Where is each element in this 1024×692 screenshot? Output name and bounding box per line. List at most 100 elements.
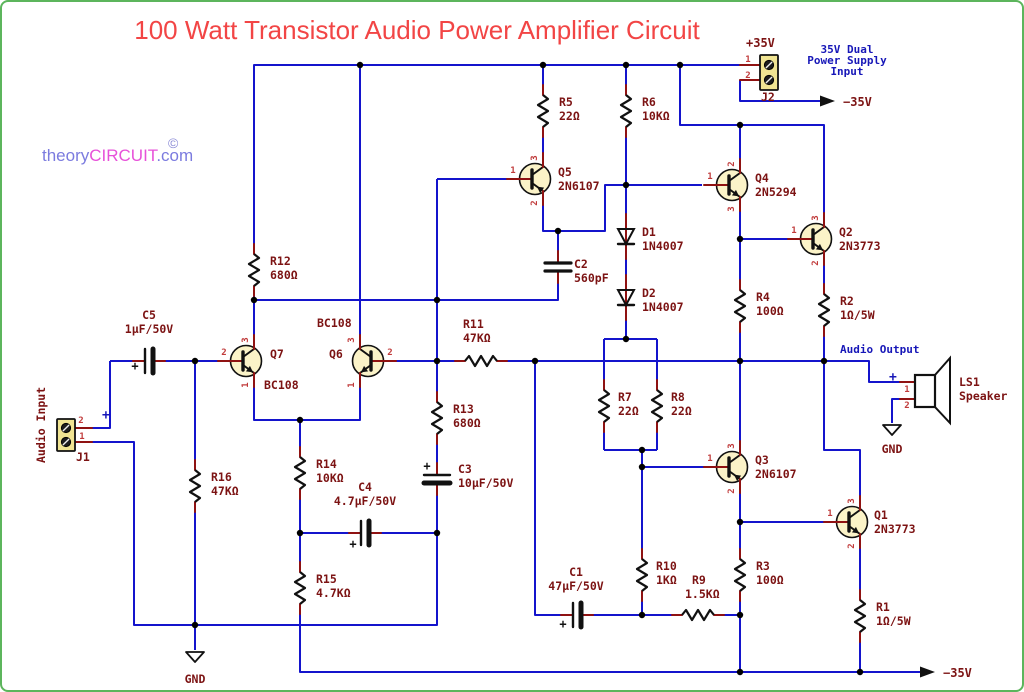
junction-dot (531, 357, 539, 365)
polarity-plus: + (131, 359, 138, 373)
label-plus-speaker: + (889, 370, 897, 385)
value-LS1: Speaker (959, 389, 1008, 403)
label-plus-35v: +35V (746, 36, 775, 50)
label-gnd-left: GND (185, 672, 206, 686)
ref-R8: R8 (671, 390, 685, 404)
watermark-dotcom: .com (156, 146, 194, 165)
label-psu-line1: 35V Dual (821, 43, 874, 56)
part-Q1: 2N3773 (874, 522, 916, 536)
junction-dot (736, 357, 744, 365)
label-minus-35v-top: −35V (843, 95, 872, 109)
part-Q7: BC108 (264, 378, 299, 392)
ref-R5: R5 (559, 95, 573, 109)
label-psu-line3: Input (830, 65, 863, 78)
label-audio-input: Audio Input (34, 387, 48, 463)
junction-dot (820, 357, 828, 365)
junction-dot (736, 518, 744, 526)
junction-dot (736, 235, 744, 243)
value-R2: 1Ω/5W (840, 308, 875, 322)
junction-dot (433, 296, 441, 304)
ref-C3: C3 (458, 462, 472, 476)
gnd-symbol-icon (185, 651, 205, 663)
junction-dot (622, 335, 630, 343)
value-R13: 680Ω (453, 416, 481, 430)
junction-dot (638, 463, 646, 471)
value-C5: 1µF/50V (125, 322, 174, 336)
value-C4: 4.7µF/50V (334, 494, 396, 508)
wire (254, 283, 559, 301)
ref-Q2: Q2 (839, 225, 853, 239)
gnd-symbol-icon (882, 424, 902, 436)
pin-number: 1 (510, 166, 515, 176)
junction-dot (736, 121, 744, 129)
value-R12: 680Ω (270, 268, 298, 282)
ref-C5: C5 (142, 308, 156, 322)
label-gnd-speaker: GND (882, 442, 903, 456)
wire (542, 184, 702, 232)
label-gnd-left: GND (185, 672, 206, 686)
ref-R6: R6 (642, 95, 656, 109)
pin-number: 2 (727, 488, 737, 493)
watermark: theoryCIRCUIT.com© (42, 135, 194, 166)
power-arrow-icon (920, 666, 935, 678)
pin-number: 1 (791, 226, 796, 236)
wire (299, 614, 920, 673)
label-audio-input: Audio Input (34, 387, 48, 463)
value-C1: 47µF/50V (548, 579, 603, 593)
label-psu-line3: Input (830, 65, 863, 78)
label-audio-output: Audio Output (840, 343, 919, 356)
junction-dot (736, 668, 744, 676)
ref-R9: R9 (692, 573, 706, 587)
pin-number: 3 (727, 443, 737, 448)
polarity-plus: + (423, 459, 430, 473)
ref-D2: D2 (642, 286, 656, 300)
wires (92, 64, 920, 673)
junction-dot (736, 611, 744, 619)
polarity-plus: + (559, 617, 566, 631)
pin-number: 3 (347, 337, 357, 342)
resistor-R9: R91.5KΩ (671, 573, 725, 622)
wire (891, 398, 900, 423)
ref-J2: J2 (761, 90, 775, 104)
junction-dot (638, 611, 646, 619)
value-R3: 100Ω (756, 573, 784, 587)
pin-number: 3 (811, 215, 821, 220)
wire (253, 387, 361, 421)
value-R16: 47KΩ (211, 484, 239, 498)
polarity-plus: + (349, 537, 356, 551)
junction-dot (296, 529, 304, 537)
pin-number: 1 (79, 432, 84, 442)
ref-C4: C4 (358, 480, 372, 494)
label-psu-line2: Power Supply (807, 54, 887, 67)
value-R5: 22Ω (559, 109, 580, 123)
ref-LS1: LS1 (959, 375, 980, 389)
pin-number: 3 (847, 498, 857, 503)
pin-number: 2 (78, 416, 83, 426)
ref-Q5: Q5 (558, 165, 572, 179)
pin-number: 2 (745, 71, 750, 81)
junction-dot (356, 61, 364, 69)
pin-number: 1 (707, 172, 712, 182)
capacitor-C4: + C44.7µF/50V (334, 480, 396, 551)
pin-number: 2 (847, 543, 857, 548)
label-plus-input: + (102, 408, 110, 423)
junction-dot (250, 296, 258, 304)
value-D2: 1N4007 (642, 300, 684, 314)
part-Q3: 2N6107 (755, 467, 797, 481)
part-Q4: 2N5294 (755, 185, 797, 199)
ref-R7: R7 (618, 390, 632, 404)
pin-number: 2 (904, 401, 909, 411)
